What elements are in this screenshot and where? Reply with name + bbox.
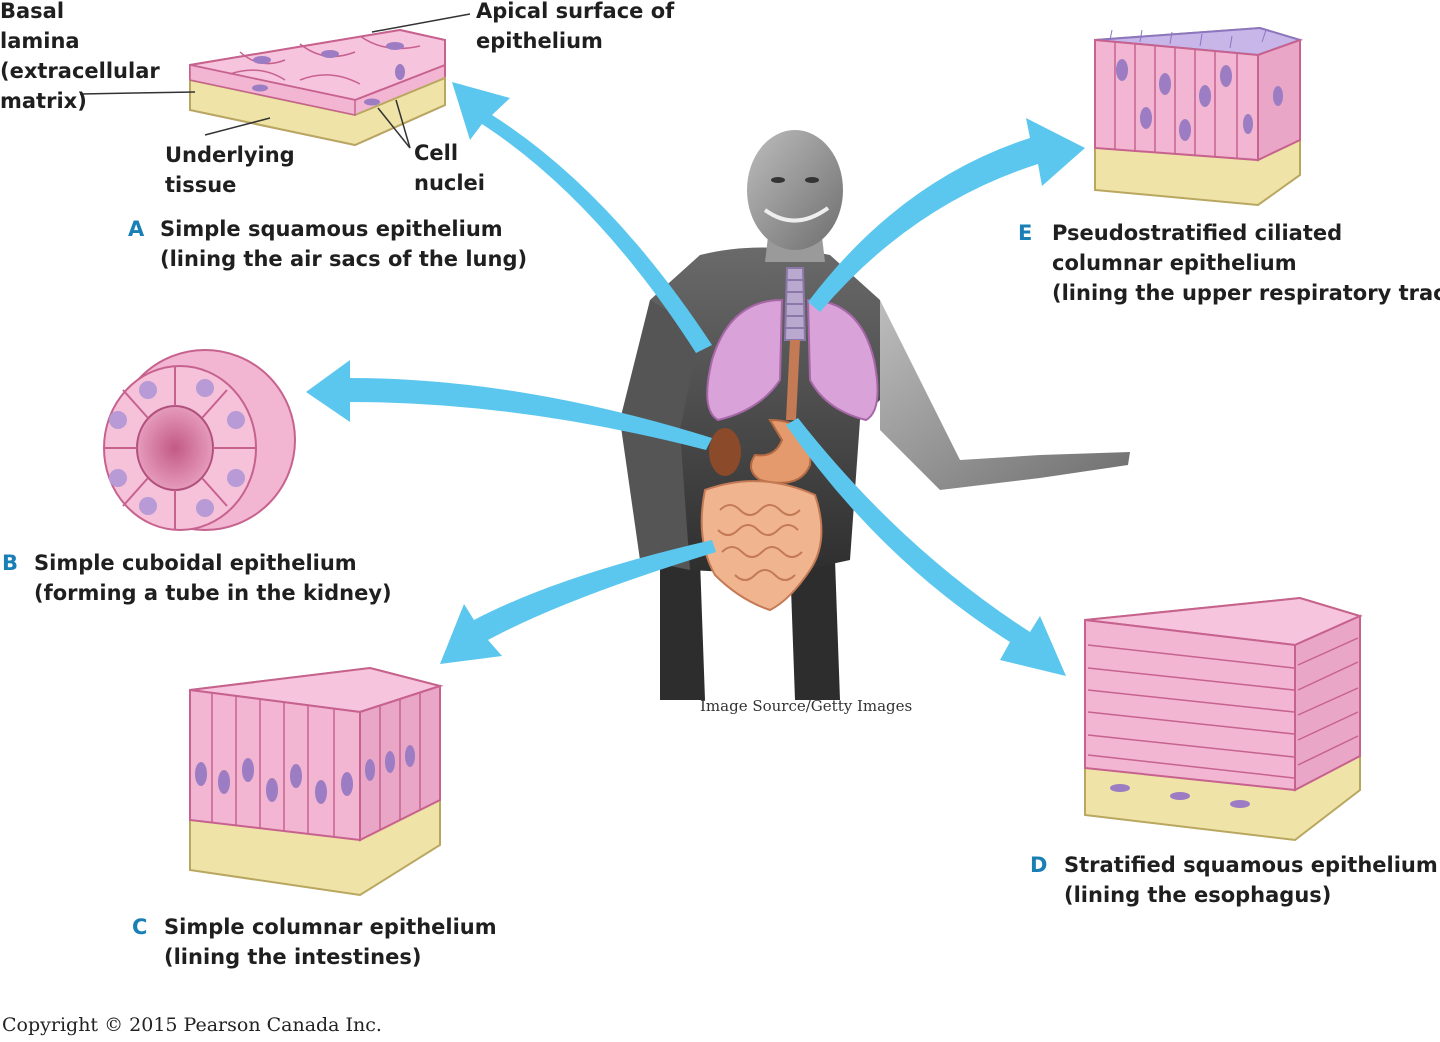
caption-a-letter: A <box>128 217 145 241</box>
stratified-squamous-illustration <box>1084 596 1363 842</box>
caption-c-subtitle: (lining the intestines) <box>164 945 422 969</box>
caption-d-subtitle: (lining the esophagus) <box>1064 883 1332 907</box>
caption-e-subtitle: (lining the upper respiratory tract) <box>1052 281 1440 305</box>
arrow-to-a <box>452 82 712 353</box>
caption-e: E Pseudostratified ciliated columnar epi… <box>1018 218 1440 308</box>
basal-lamina-label: Basal lamina (extracellular matrix) <box>0 0 160 113</box>
caption-c-title: Simple columnar epithelium <box>164 915 497 939</box>
caption-c-letter: C <box>132 915 148 939</box>
caption-e-letter: E <box>1018 221 1033 245</box>
caption-a: A Simple squamous epithelium (lining the… <box>128 214 527 274</box>
caption-b-subtitle: (forming a tube in the kidney) <box>34 581 392 605</box>
apical-surface-label: Apical surface of epithelium <box>476 0 675 53</box>
pseudostratified-illustration <box>1094 26 1304 207</box>
caption-d: D Stratified squamous epithelium (lining… <box>1030 850 1438 910</box>
caption-d-letter: D <box>1030 853 1048 877</box>
cell-nuclei-label: Cell nuclei <box>414 141 485 195</box>
caption-d-title: Stratified squamous epithelium <box>1064 853 1438 877</box>
copyright-notice: Copyright © 2015 Pearson Canada Inc. <box>2 1014 382 1036</box>
caption-c: C Simple columnar epithelium (lining the… <box>132 912 497 972</box>
caption-a-title: Simple squamous epithelium <box>160 217 503 241</box>
simple-columnar-illustration <box>189 666 444 897</box>
caption-b-title: Simple cuboidal epithelium <box>34 551 357 575</box>
simple-squamous-illustration <box>79 13 471 149</box>
caption-e-title-2: columnar epithelium <box>1052 251 1297 275</box>
caption-a-subtitle: (lining the air sacs of the lung) <box>160 247 528 271</box>
pointer-arrows <box>306 82 1085 676</box>
arrow-to-b <box>306 360 712 450</box>
caption-b: B Simple cuboidal epithelium (forming a … <box>2 548 392 608</box>
arrow-to-d <box>786 418 1066 676</box>
image-credit: Image Source/Getty Images <box>700 697 913 715</box>
caption-e-title: Pseudostratified ciliated <box>1052 221 1343 245</box>
arrow-to-e <box>808 118 1085 312</box>
underlying-tissue-label: Underlying tissue <box>165 143 295 197</box>
simple-cuboidal-illustration <box>103 349 296 531</box>
arrow-to-c <box>440 540 716 664</box>
person-figure <box>620 130 1130 700</box>
caption-b-letter: B <box>2 551 19 575</box>
